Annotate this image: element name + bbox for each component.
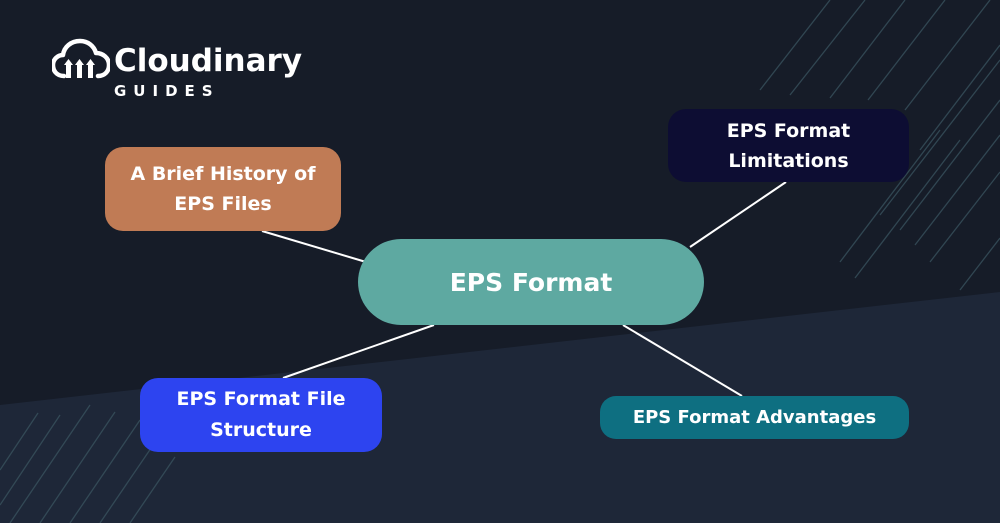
node-eps-format: EPS Format [358,239,704,325]
node-file-structure-label: EPS Format File Structure [176,388,346,441]
connector-structure [282,324,435,379]
node-limitations: EPS Format Limitations [668,109,909,182]
cloudinary-cloud-icon [52,38,110,79]
connectors [261,181,787,397]
connector-advantages [622,324,743,397]
node-limitations-label: EPS Format Limitations [726,119,851,172]
background-light-band [0,292,1000,523]
node-brief-history-label: A Brief History of EPS Files [130,163,316,215]
node-advantages-label: EPS Format Advantages [632,406,877,428]
node-advantages: EPS Format Advantages [600,396,909,439]
node-file-structure: EPS Format File Structure [140,378,382,452]
brand-subtitle: GUIDES [114,82,220,100]
connector-history [261,230,367,263]
node-brief-history: A Brief History of EPS Files [105,147,341,231]
node-eps-format-label: EPS Format [449,267,613,297]
cloudinary-logo[interactable]: Cloudinary GUIDES [52,38,302,108]
brand-name: Cloudinary [114,43,303,79]
decor-lines-top-right [759,0,1000,291]
connector-limitations [689,181,787,248]
